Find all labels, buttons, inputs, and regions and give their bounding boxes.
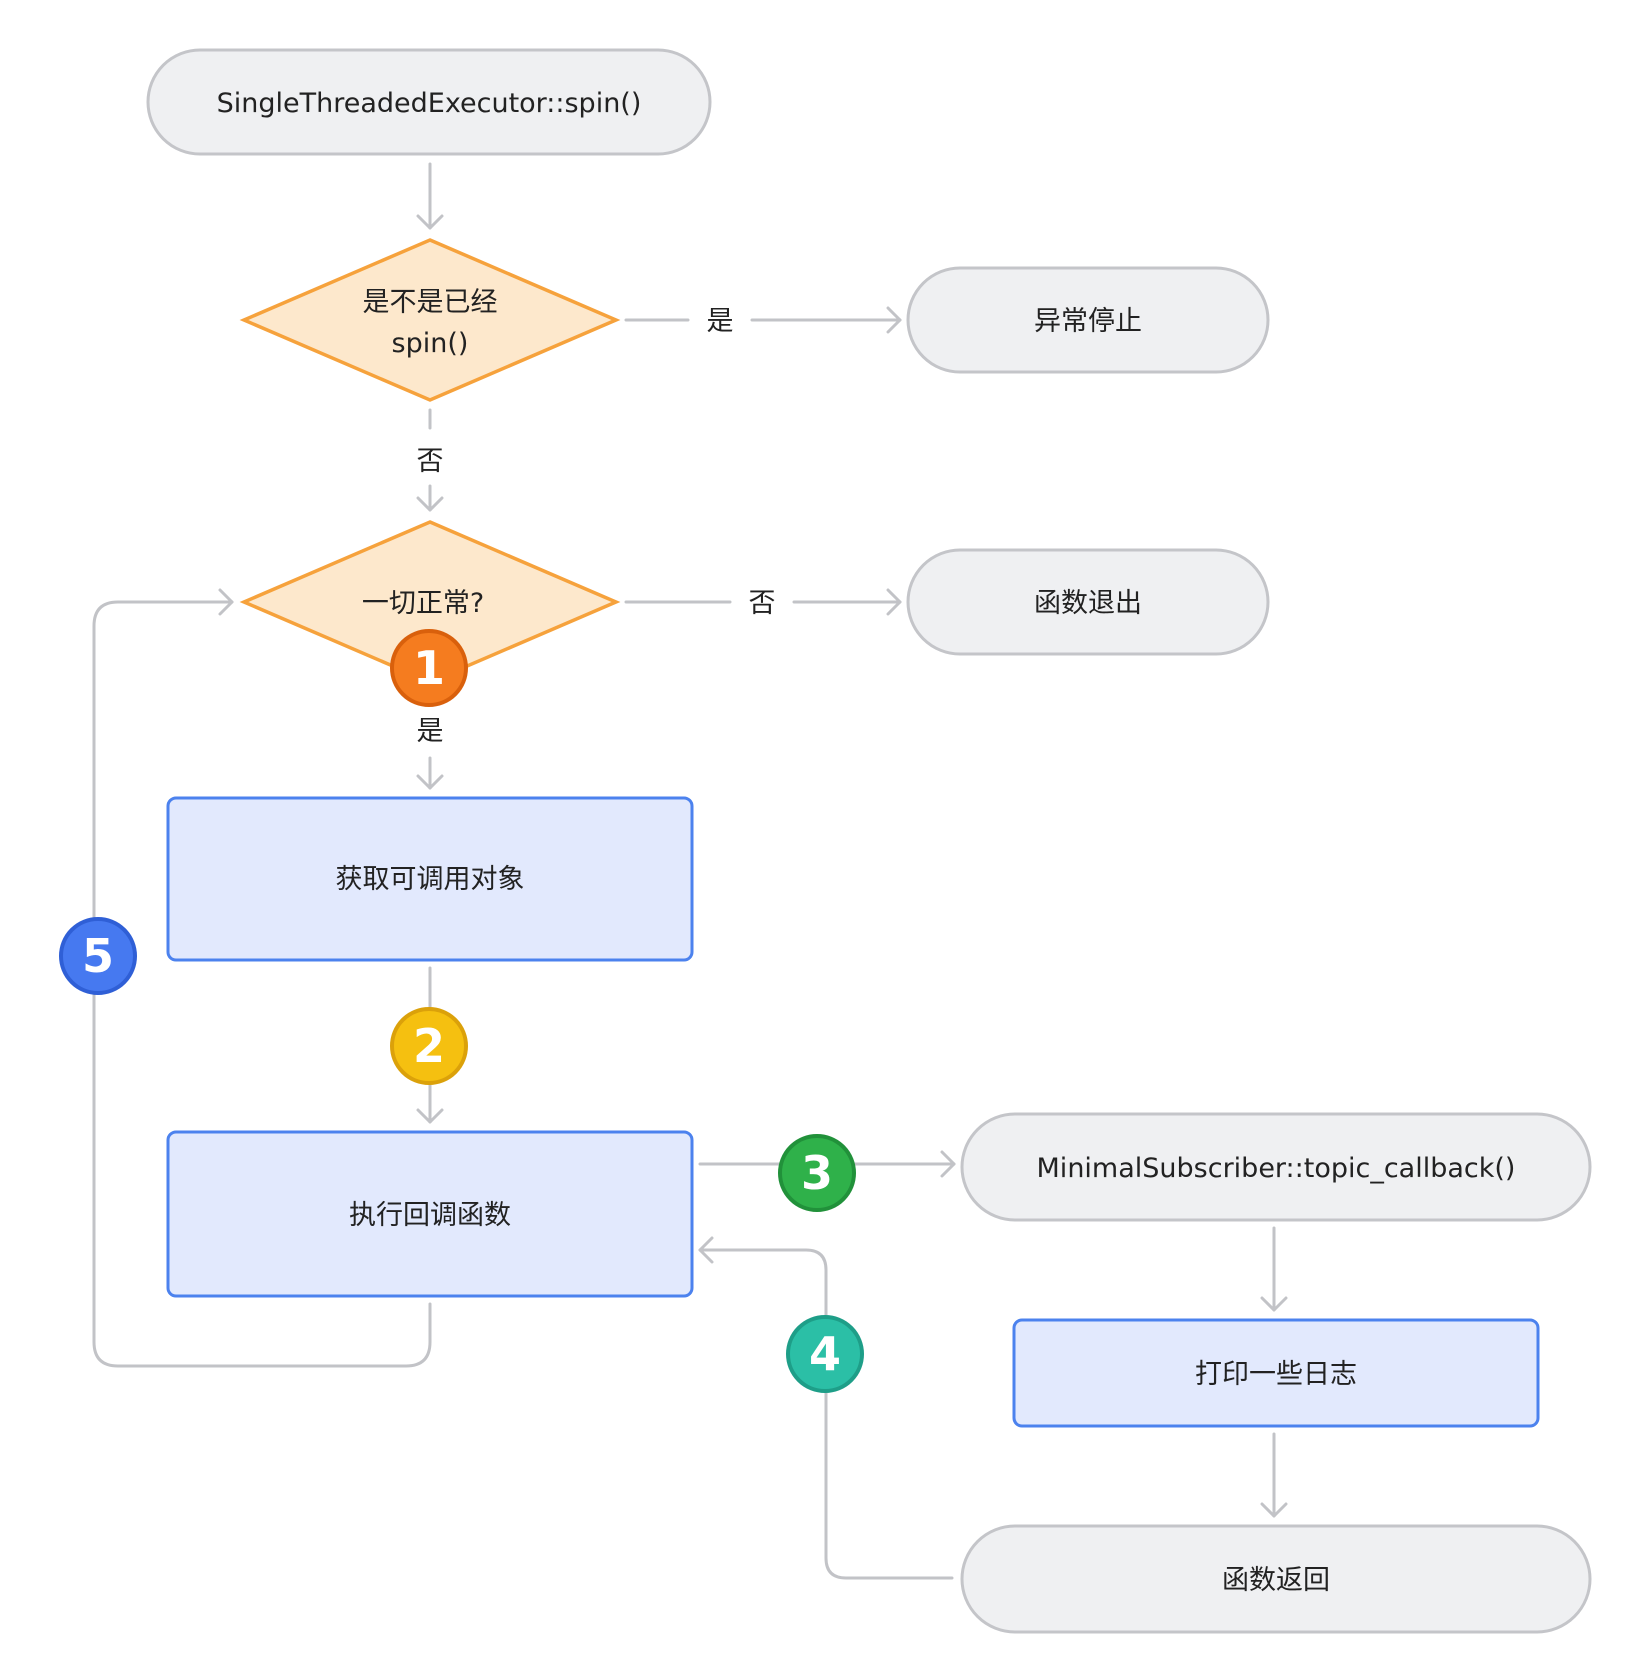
step-badge-4-number: 4: [809, 1327, 841, 1381]
decision-already-spinning-label-line1: 是不是已经: [363, 287, 498, 318]
print-log-label: 打印一些日志: [1195, 1359, 1357, 1390]
start-node: SingleThreadedExecutor::spin(): [146, 48, 712, 156]
exec-callback-label: 执行回调函数: [349, 1200, 511, 1231]
arrowhead: [416, 1108, 444, 1124]
decision-already-spinning-label-line2: spin(): [392, 328, 469, 359]
step-badge-1-circle: [390, 629, 468, 707]
step-badge-1: 1: [390, 629, 468, 707]
topic-callback-label: MinimalSubscriber::topic_callback(): [1037, 1153, 1516, 1184]
step-badge-2-number: 2: [413, 1019, 445, 1073]
print-log-node: 打印一些日志: [1012, 1318, 1540, 1428]
step-badge-4: 4: [786, 1315, 864, 1393]
arrowhead: [886, 306, 902, 334]
start-node-label: SingleThreadedExecutor::spin(): [217, 88, 642, 119]
edge-loop-back: [92, 600, 432, 1368]
decision-all-ok-label: 一切正常?: [362, 588, 484, 619]
arrowhead: [416, 774, 444, 790]
function-exit-label: 函数退出: [1034, 588, 1142, 619]
abnormal-stop-label: 异常停止: [1034, 306, 1142, 337]
step-badge-3: 3: [778, 1134, 856, 1212]
step-badge-5: 5: [59, 917, 137, 995]
edge-label-spin-yes: 是: [707, 306, 734, 337]
step-badge-2: 2: [390, 1007, 468, 1085]
decision-already-spinning: 是不是已经 spin(): [239, 238, 621, 402]
abnormal-stop-node: 异常停止: [906, 266, 1270, 374]
function-return-node: 函数返回: [960, 1524, 1592, 1634]
arrowhead: [218, 588, 234, 616]
step-badge-5-circle: [59, 917, 137, 995]
arrowhead: [698, 1236, 714, 1264]
get-callable-node: 获取可调用对象: [166, 796, 694, 962]
edge-return-to-exec: [698, 1248, 954, 1580]
step-badge-1-number: 1: [413, 641, 445, 695]
step-badge-2-circle: [390, 1007, 468, 1085]
arrowhead: [416, 214, 444, 230]
arrowhead: [940, 1150, 956, 1178]
arrowhead: [1260, 1296, 1288, 1312]
step-badge-4-circle: [786, 1315, 864, 1393]
arrowhead: [1260, 1502, 1288, 1518]
edge-label-spin-no: 否: [417, 446, 444, 477]
step-badge-5-number: 5: [82, 929, 114, 983]
arrowhead: [416, 496, 444, 512]
step-badge-3-number: 3: [801, 1146, 833, 1200]
edge-label-ok-yes: 是: [417, 716, 444, 747]
get-callable-label: 获取可调用对象: [336, 864, 525, 895]
topic-callback-node: MinimalSubscriber::topic_callback(): [960, 1112, 1592, 1222]
arrowhead: [886, 588, 902, 616]
exec-callback-node: 执行回调函数: [166, 1130, 694, 1298]
function-return-label: 函数返回: [1222, 1565, 1330, 1596]
edge-label-ok-no: 否: [749, 588, 776, 619]
function-exit-node: 函数退出: [906, 548, 1270, 656]
step-badge-3-circle: [778, 1134, 856, 1212]
